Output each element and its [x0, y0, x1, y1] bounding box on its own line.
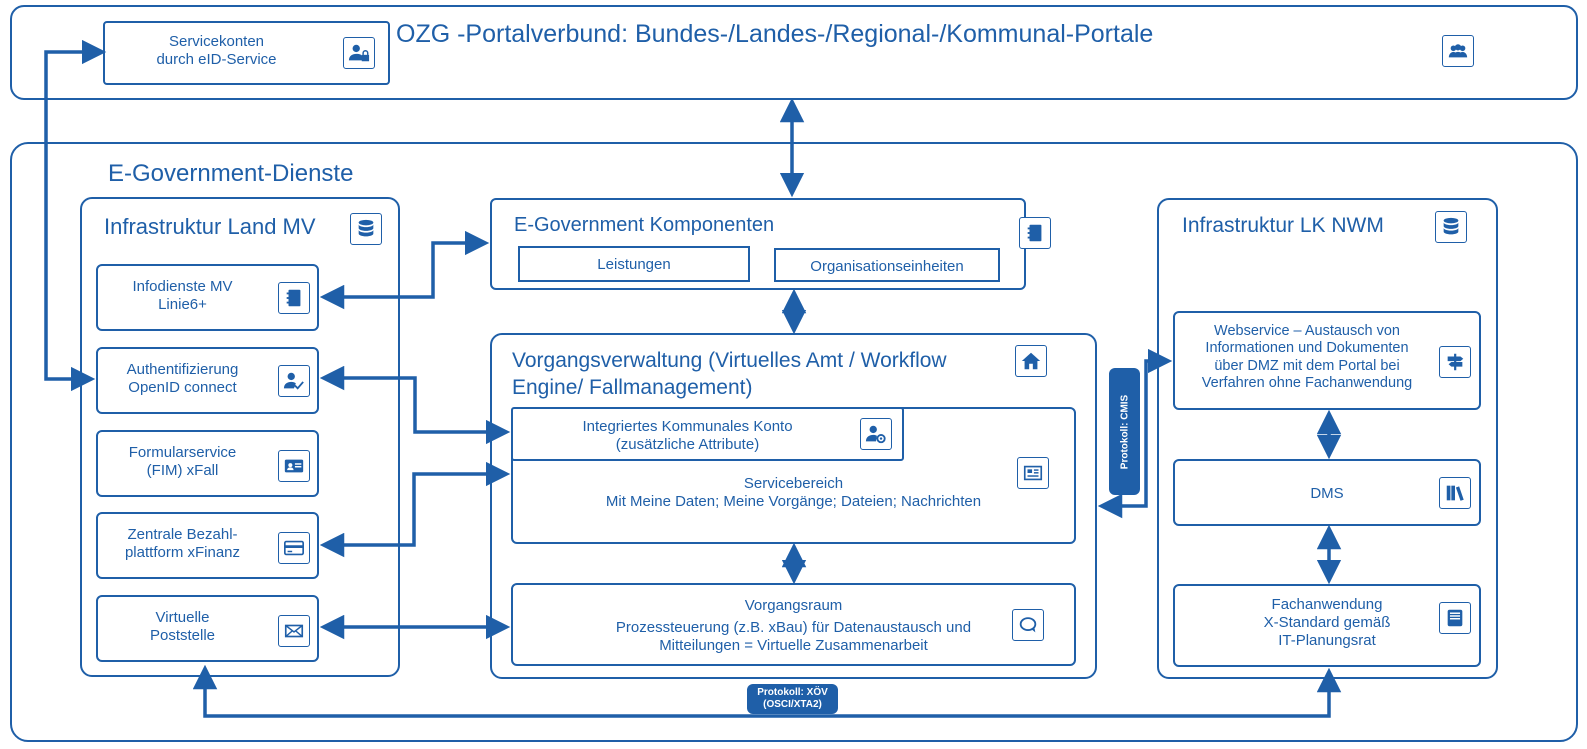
servicekonten-line1: Servicekonten [168, 33, 265, 50]
lk-title: Infrastruktur LK NWM [1182, 214, 1384, 237]
auth-line2: OpenID connect [128, 379, 237, 396]
protocol-xoev-line2: (OSCI/XTA2) [763, 698, 822, 710]
server-icon [1439, 602, 1471, 634]
arrow-auth-konto [319, 365, 511, 445]
land-item-formularservice[interactable]: Formularservice (FIM) xFall [96, 430, 319, 497]
formular-line1: Formularservice [128, 444, 237, 461]
database-icon [1435, 211, 1467, 243]
credit-card-icon [278, 532, 310, 564]
arrow-post-fach [192, 664, 1342, 718]
land-item-authentifizierung[interactable]: Authentifizierung OpenID connect [96, 347, 319, 414]
newspaper-icon [1017, 457, 1049, 489]
auth-line1: Authentifizierung [126, 361, 239, 378]
komponenten-title: E-Government Komponenten [514, 214, 775, 236]
formular-line2: (FIM) xFall [146, 462, 219, 479]
webservice-line1: Webservice – Austausch von [1214, 323, 1400, 339]
leistungen-label: Leistungen [597, 256, 671, 273]
konto-box[interactable]: Integriertes Kommunales Konto (zusätzlic… [511, 407, 904, 461]
post-line1: Virtuelle [155, 609, 210, 626]
id-card-icon [278, 450, 310, 482]
dms-label: DMS [1310, 485, 1344, 502]
post-line2: Poststelle [149, 627, 216, 644]
servicebereich-line1: Servicebereich [743, 475, 844, 492]
protocol-xoev-badge: Protokoll: XÖV (OSCI/XTA2) [747, 684, 838, 714]
vorgangsraum-line2: Prozessteuerung (z.B. xBau) für Datenaus… [615, 619, 972, 636]
signpost-icon [1439, 346, 1471, 378]
organisationseinheiten-box[interactable]: Organisationseinheiten [774, 248, 1000, 282]
konto-line1: Integriertes Kommunales Konto [582, 418, 793, 435]
webservice-box[interactable]: Webservice – Austausch von Informationen… [1173, 311, 1481, 410]
vorgangsraum-line3: Mitteilungen = Virtuelle Zusammenarbeit [659, 637, 928, 654]
vorgang-title-line2: Engine/ Fallmanagement) [512, 376, 753, 399]
fach-line3: IT-Planungsrat [1278, 632, 1376, 649]
chat-icon [1012, 609, 1044, 641]
land-title: Infrastruktur Land MV [104, 214, 316, 239]
user-check-icon [278, 365, 310, 397]
infodienste-line2: Linie6+ [158, 296, 207, 313]
webservice-line2: Informationen und Dokumenten [1205, 340, 1409, 357]
land-item-poststelle[interactable]: Virtuelle Poststelle [96, 595, 319, 662]
envelope-icon [278, 615, 310, 647]
organisationseinheiten-label: Organisationseinheiten [810, 258, 964, 275]
protocol-cmis-badge: Protokoll: CMIS [1109, 368, 1140, 495]
land-item-infodienste[interactable]: Infodienste MV Linie6+ [96, 264, 319, 331]
konto-line2: (zusätzliche Attribute) [615, 436, 760, 453]
portal-title: OZG -Portalverbund: Bundes-/Landes-/Regi… [396, 20, 1154, 48]
dms-box[interactable]: DMS [1173, 459, 1481, 526]
books-icon [1439, 477, 1471, 509]
address-book-icon [1019, 217, 1051, 249]
komponenten-container[interactable]: E-Government Komponenten Leistungen Orga… [490, 198, 1051, 290]
arrow-infodienste-komponenten [319, 230, 490, 310]
user-gear-icon [860, 418, 892, 450]
arrow-bezahl-service [319, 461, 511, 558]
egov-title: E-Government-Dienste [108, 160, 354, 187]
leistungen-box[interactable]: Leistungen [518, 246, 750, 282]
vorgang-title-line1: Vorgangsverwaltung (Virtuelles Amt / Wor… [512, 349, 947, 372]
webservice-line3: über DMZ mit dem Portal bei [1214, 357, 1400, 374]
bezahl-line1: Zentrale Bezahl- [127, 526, 238, 543]
arrow-vorgang-webservice [1097, 348, 1173, 519]
vorgangsraum-line1: Vorgangsraum [744, 597, 843, 614]
address-book-icon [278, 282, 310, 314]
servicebereich-line2: Mit Meine Daten; Meine Vorgänge; Dateien… [605, 493, 982, 510]
fach-line2: X-Standard gemäß [1263, 614, 1391, 631]
infodienste-line1: Infodienste MV [132, 278, 233, 295]
fach-line1: Fachanwendung [1271, 596, 1383, 613]
vorgangsraum-box[interactable]: Vorgangsraum Prozessteuerung (z.B. xBau)… [511, 583, 1076, 666]
group-icon [1442, 35, 1474, 67]
webservice-line4: Verfahren ohne Fachanwendung [1201, 375, 1413, 392]
servicekonten-box[interactable]: Servicekonten durch eID-Service [103, 21, 390, 85]
user-lock-icon [343, 37, 375, 69]
servicekonten-line2: durch eID-Service [156, 51, 277, 68]
bezahl-line2: plattform xFinanz [124, 544, 241, 561]
fachanwendung-box[interactable]: Fachanwendung X-Standard gemäß IT-Planun… [1173, 584, 1481, 667]
home-icon [1015, 345, 1047, 377]
land-item-bezahlplattform[interactable]: Zentrale Bezahl- plattform xFinanz [96, 512, 319, 579]
arrow-servicekonten-auth [44, 39, 107, 392]
protocol-xoev-line1: Protokoll: XÖV [757, 687, 828, 698]
